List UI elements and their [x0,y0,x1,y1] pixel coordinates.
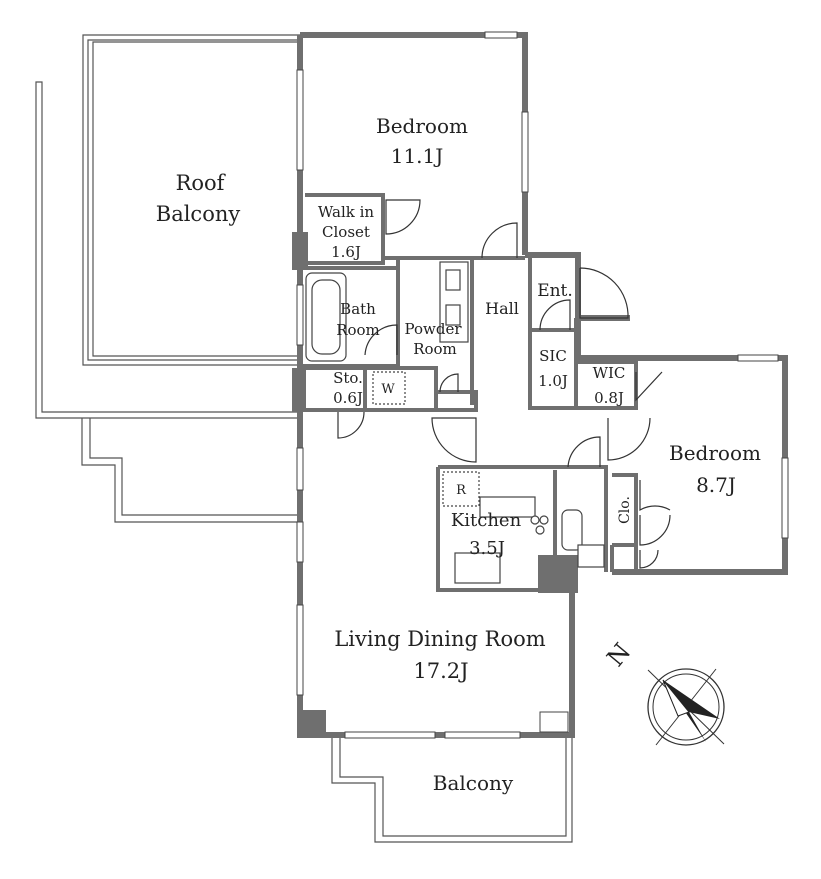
living-dining-label: Living Dining Room [334,627,545,651]
storage-label: Sto. [333,369,363,387]
washer-label: W [381,382,395,397]
sic-size: 1.0J [538,372,568,390]
powder-room-label-2: Room [413,340,457,358]
bath-room-label-1: Bath [340,300,376,318]
bedroom-2-label: Bedroom [669,441,761,465]
bath-room-label-2: Room [336,321,380,339]
sic-label: SIC [539,347,567,365]
windows [296,31,789,739]
pillars [292,232,578,736]
roof-balcony-label-2: Balcony [156,202,241,226]
roof-balcony-label-1: Roof [176,171,227,195]
balcony-area [331,738,573,843]
wic-label: WIC [593,364,626,382]
doors [337,199,671,569]
compass-icon: N [601,638,725,746]
living-dining-size: 17.2J [413,659,468,683]
wic-size: 0.8J [594,389,624,407]
closet-label: Clo. [617,496,633,524]
walk-in-closet-label-2: Closet [322,223,370,241]
entrance-label: Ent. [537,281,573,301]
kitchen-label: Kitchen [451,510,522,531]
hall-label: Hall [485,299,519,318]
fixtures [305,261,605,584]
kitchen-size: 3.5J [469,538,505,559]
roof-balcony-area [35,34,301,523]
bedroom-1-size: 11.1J [391,144,444,168]
bedroom-2-size: 8.7J [696,473,736,497]
walk-in-closet-label-1: Walk in [318,203,375,221]
walk-in-closet-size: 1.6J [331,243,361,261]
fridge-label: R [456,483,467,498]
balcony-label: Balcony [433,771,514,795]
powder-room-label-1: Powder [404,320,462,338]
bedroom-1-label: Bedroom [376,114,468,138]
compass-north-label: N [601,638,636,672]
storage-size: 0.6J [333,389,363,407]
